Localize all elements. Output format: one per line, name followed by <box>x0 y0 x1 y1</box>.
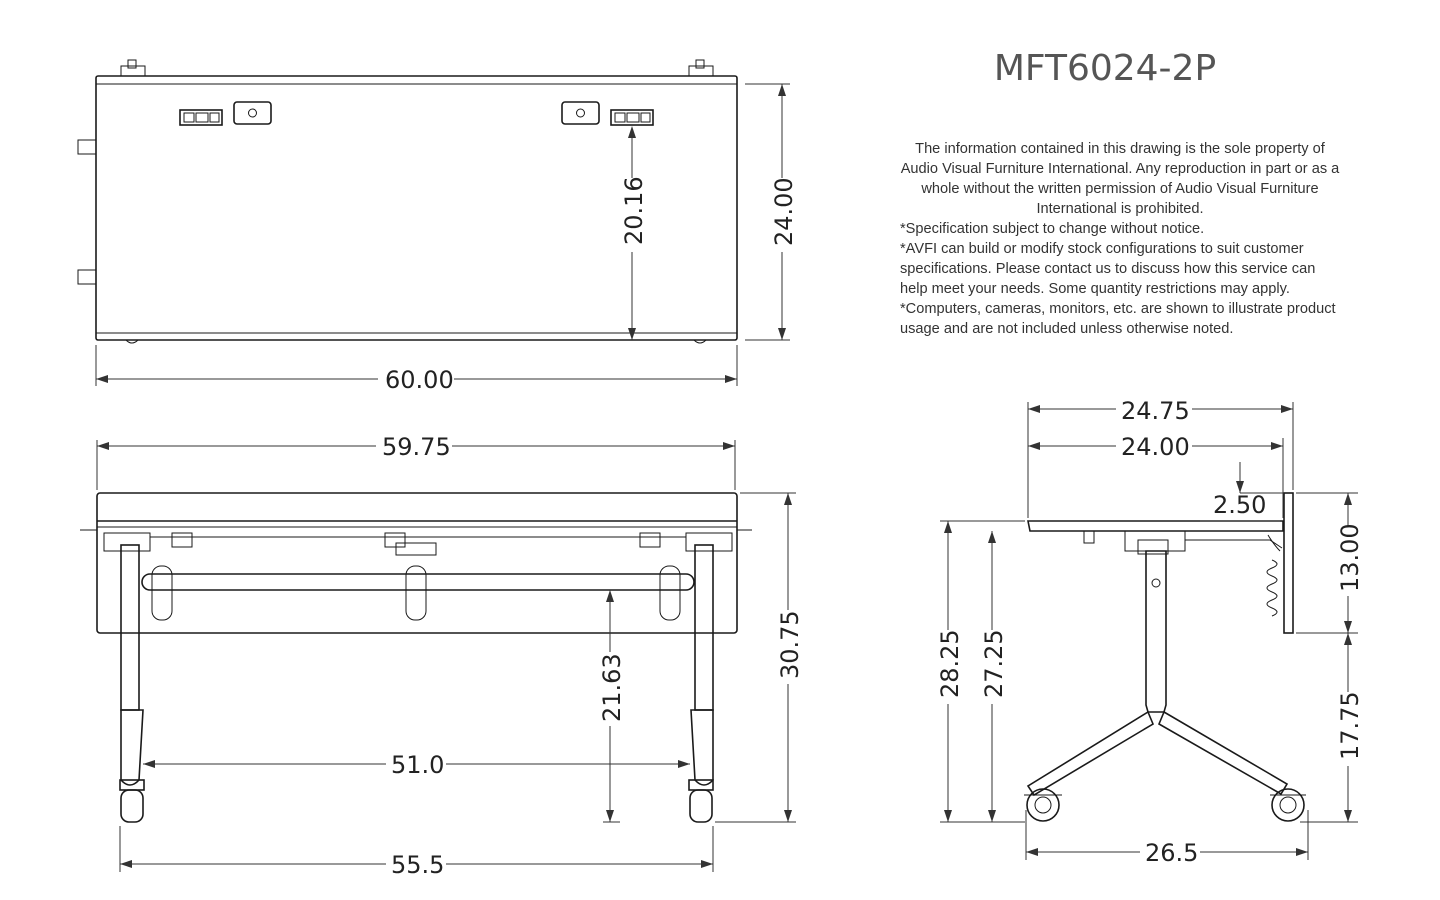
dim-label: 51.0 <box>391 751 444 779</box>
dim-label: 21.63 <box>598 653 626 722</box>
front-view: 59.75 30.75 21.63 51.0 <box>80 432 804 879</box>
power-outlet-left <box>179 109 223 126</box>
dim-front-height: 30.75 <box>715 492 804 823</box>
caster-icon <box>119 779 145 823</box>
dim-side-panel-offset: 2.50 <box>1200 462 1284 522</box>
dim-front-inner-width: 51.0 <box>143 750 690 779</box>
note-line: *Computers, cameras, monitors, etc. are … <box>900 301 1336 337</box>
hinge-icon <box>77 139 97 155</box>
caster-icon <box>1270 788 1306 822</box>
dim-side-top-height-inner: 27.25 <box>978 531 1008 822</box>
caster-icon <box>1024 788 1062 822</box>
dim-label: 24.00 <box>770 177 798 246</box>
dim-label: 60.00 <box>385 366 454 394</box>
dim-label: 28.25 <box>936 629 964 698</box>
top-clip-left <box>120 59 146 77</box>
top-view: 20.16 24.00 60.00 <box>77 59 798 394</box>
dim-label: 59.75 <box>382 433 451 461</box>
dim-top-inset: 20.16 <box>618 126 648 340</box>
dim-side-panel-height: 13.00 <box>1296 492 1364 634</box>
dim-top-depth: 24.00 <box>745 83 798 341</box>
grommet-left <box>233 101 272 125</box>
dim-label: 24.00 <box>1121 433 1190 461</box>
property-notice: The information contained in this drawin… <box>900 141 1340 217</box>
power-outlet-right <box>610 109 654 126</box>
grommet-right <box>561 101 600 125</box>
dim-label: 24.75 <box>1121 397 1190 425</box>
bar-clip <box>151 565 681 621</box>
note-line: *Specification subject to change without… <box>900 221 1205 237</box>
dim-label: 20.16 <box>620 176 648 245</box>
dim-front-bar-height: 21.63 <box>596 590 626 823</box>
dim-label: 30.75 <box>776 610 804 679</box>
dim-label: 17.75 <box>1336 691 1364 760</box>
side-view: 24.75 24.00 2.50 13.00 <box>934 396 1364 867</box>
caster-icon <box>688 779 714 823</box>
dim-label: 55.5 <box>391 851 444 879</box>
top-clip-right <box>688 59 714 77</box>
dim-side-depth-top: 24.00 <box>1028 432 1284 518</box>
dim-label: 13.00 <box>1336 523 1364 592</box>
dim-front-base-width: 55.5 <box>119 826 714 879</box>
dim-label: 26.5 <box>1145 839 1198 867</box>
model-title: MFT6024-2P <box>993 48 1217 89</box>
disclaimer-notes: The information contained in this drawin… <box>900 139 1340 339</box>
hinge-icon <box>77 269 97 285</box>
dim-side-depth-overall: 24.75 <box>1027 396 1294 518</box>
dim-side-base-width: 26.5 <box>1025 810 1309 867</box>
dim-label: 27.25 <box>980 629 1008 698</box>
note-line: *AVFI can build or modify stock configur… <box>900 241 1316 297</box>
dim-front-top-width: 59.75 <box>96 432 736 490</box>
dim-top-width: 60.00 <box>95 345 738 394</box>
dim-label: 2.50 <box>1213 491 1266 519</box>
dim-side-top-height: 28.25 <box>934 520 1025 823</box>
dim-side-panel-bottom: 17.75 <box>1300 633 1364 823</box>
